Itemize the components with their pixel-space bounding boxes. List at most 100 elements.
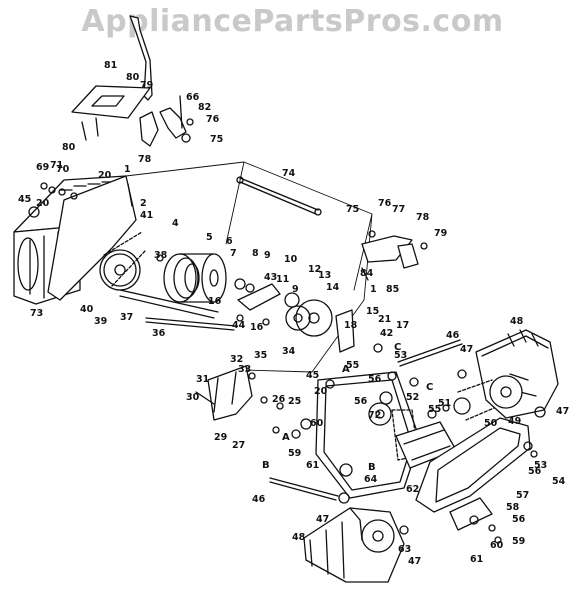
- part-number-label: 41: [140, 210, 153, 221]
- part-number-label: 60: [310, 418, 324, 429]
- part-number-label: 20: [314, 386, 328, 397]
- part-number-label: 29: [214, 432, 227, 443]
- part-number-label: 4: [172, 218, 179, 229]
- part-number-label: 44: [232, 320, 246, 331]
- part-number-label: 64: [364, 474, 378, 485]
- reference-letter-label: B: [262, 460, 270, 471]
- shift-link: [139, 111, 159, 147]
- part-number-label: 30: [186, 392, 200, 403]
- part-number-label: 85: [386, 284, 399, 295]
- lower-axle: [269, 477, 339, 501]
- part-number-label: 37: [120, 312, 133, 323]
- part-number-label: 6: [226, 236, 233, 247]
- part-number-label: 27: [232, 440, 245, 451]
- part-number-label: 74: [282, 168, 296, 179]
- main-shaft: [145, 317, 237, 331]
- part-number-label: 56: [368, 374, 382, 385]
- part-number-label: 45: [306, 370, 319, 381]
- upper-tine-hub: [489, 375, 523, 409]
- large-sprocket: [295, 299, 333, 337]
- part-number-label: 14: [326, 282, 340, 293]
- upper-tine-chain: [457, 379, 495, 421]
- part-number-label: 73: [30, 308, 43, 319]
- part-number-label: 70: [56, 164, 70, 175]
- part-number-label: 75: [346, 204, 359, 215]
- frame-outline: [125, 161, 373, 373]
- pivot-bracket: [335, 309, 355, 353]
- part-number-label: 20: [98, 170, 112, 181]
- part-number-label: 48: [292, 532, 306, 543]
- intermediate-sprocket: [285, 305, 311, 331]
- part-number-label: 80: [62, 142, 76, 153]
- part-number-label: 72: [368, 410, 381, 421]
- part-number-label: 47: [460, 344, 473, 355]
- reference-letter-label: C: [426, 382, 433, 393]
- part-number-label: 56: [528, 466, 542, 477]
- case-sprocket: [368, 402, 392, 426]
- shift-gate-bracket: [71, 85, 151, 119]
- part-number-label: 76: [378, 198, 392, 209]
- part-number-label: 50: [484, 418, 498, 429]
- part-number-label: 62: [406, 484, 419, 495]
- part-number-label: 66: [186, 92, 200, 103]
- reference-letter-label: B: [368, 462, 376, 473]
- part-number-label: 78: [416, 212, 430, 223]
- part-number-label: 36: [152, 328, 166, 339]
- jack-shaft: [119, 289, 219, 319]
- reference-letter-label: A: [342, 364, 350, 375]
- part-number-label: 34: [282, 346, 296, 357]
- part-number-label: 17: [396, 320, 409, 331]
- part-number-label: 1: [124, 164, 131, 175]
- part-number-label: 2: [140, 198, 147, 209]
- part-number-label: 9: [292, 284, 299, 295]
- part-number-label: 78: [138, 154, 152, 165]
- part-number-label: 57: [516, 490, 529, 501]
- part-number-label: 61: [306, 460, 319, 471]
- part-number-label: 79: [434, 228, 447, 239]
- shift-lever: [129, 15, 153, 101]
- drive-pulley: [163, 253, 227, 303]
- part-number-label: 55: [428, 404, 441, 415]
- drive-chain: [103, 231, 147, 287]
- part-number-label: 10: [284, 254, 298, 265]
- part-number-label: 53: [534, 460, 547, 471]
- part-number-label: 20: [36, 198, 50, 209]
- part-number-label: 63: [398, 544, 411, 555]
- part-number-label: 7: [230, 248, 237, 259]
- control-lever: [207, 365, 253, 421]
- idler-arm: [237, 283, 281, 311]
- right-chain-case: [415, 417, 531, 513]
- part-number-label: 61: [470, 554, 483, 565]
- part-number-label: 21: [378, 314, 391, 325]
- part-number-label: 25: [288, 396, 301, 407]
- part-number-label: 53: [394, 350, 407, 361]
- lower-tine-hub: [361, 519, 395, 553]
- part-number-label: 18: [344, 320, 358, 331]
- part-number-label: 84: [360, 268, 374, 279]
- upper-tine-assembly: [475, 329, 559, 419]
- reference-letter-label: C: [394, 342, 401, 353]
- part-number-label: 71: [50, 160, 63, 171]
- part-number-label: 39: [94, 316, 107, 327]
- part-number-label: 76: [206, 114, 220, 125]
- part-number-label: 47: [316, 514, 329, 525]
- part-number-label: 13: [318, 270, 331, 281]
- part-number-label: 12: [308, 264, 321, 275]
- part-number-label: 35: [254, 350, 267, 361]
- part-number-label: 46: [252, 494, 266, 505]
- part-number-label: 5: [206, 232, 213, 243]
- part-number-label: 38: [154, 250, 168, 261]
- part-number-label: 59: [288, 448, 301, 459]
- part-number-label: 46: [446, 330, 460, 341]
- part-number-label: 33: [238, 364, 251, 375]
- upper-axle: [397, 339, 463, 367]
- part-number-label: 79: [140, 80, 153, 91]
- part-number-label: 56: [354, 396, 368, 407]
- part-number-label: 8: [252, 248, 259, 259]
- part-number-label: 48: [510, 316, 524, 327]
- part-number-label: 69: [36, 162, 49, 173]
- part-number-label: 1: [370, 284, 377, 295]
- tie-rod: [239, 177, 319, 215]
